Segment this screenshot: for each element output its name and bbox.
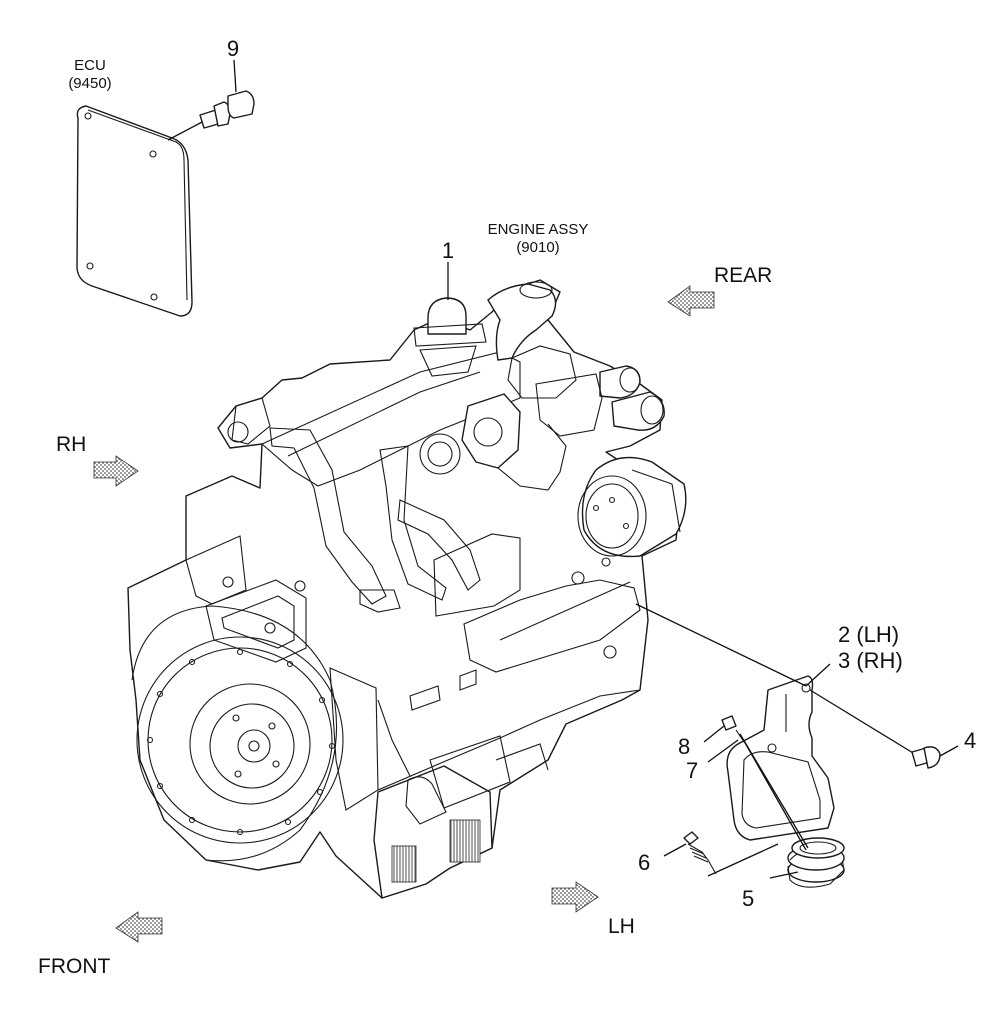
- engine-mount-bracket-part-2-3: [726, 675, 835, 841]
- callout-1: 1: [442, 238, 454, 263]
- ecu-ref-title: ECU: [74, 57, 106, 74]
- callout-4: 4: [964, 728, 976, 753]
- ecu-bolt-part-9: [167, 59, 255, 141]
- bolt-part-4: [911, 745, 959, 769]
- callout-2: 2 (LH): [838, 622, 899, 647]
- ecu-plate: [76, 105, 193, 317]
- callout-3: 3 (RH): [838, 648, 903, 673]
- arrow-front: [115, 911, 163, 943]
- bolt-part-6: [663, 831, 779, 877]
- label-front: FRONT: [38, 955, 110, 978]
- arrow-lh: [551, 881, 599, 913]
- arrow-rh: [93, 455, 139, 487]
- label-rear: REAR: [714, 264, 772, 287]
- callout-9: 9: [227, 36, 239, 61]
- rubber-mount-part-5: [739, 733, 845, 888]
- arrow-rear: [667, 285, 715, 317]
- engine-ref-title: ENGINE ASSY: [488, 221, 589, 238]
- callout-5: 5: [742, 886, 754, 911]
- label-rh: RH: [56, 433, 86, 456]
- nut-part-8: [703, 715, 737, 743]
- engine-ref-code: (9010): [516, 239, 559, 256]
- callout-6: 6: [638, 850, 650, 875]
- ecu-ref-code: (9450): [68, 75, 111, 92]
- engine-assembly: [127, 279, 687, 899]
- callout-8: 8: [678, 734, 690, 759]
- washer-part-7: [707, 729, 745, 763]
- callout-7: 7: [686, 758, 698, 783]
- alternator: [577, 456, 687, 567]
- flywheel-bolt-holes: [146, 648, 336, 836]
- label-lh: LH: [608, 915, 635, 938]
